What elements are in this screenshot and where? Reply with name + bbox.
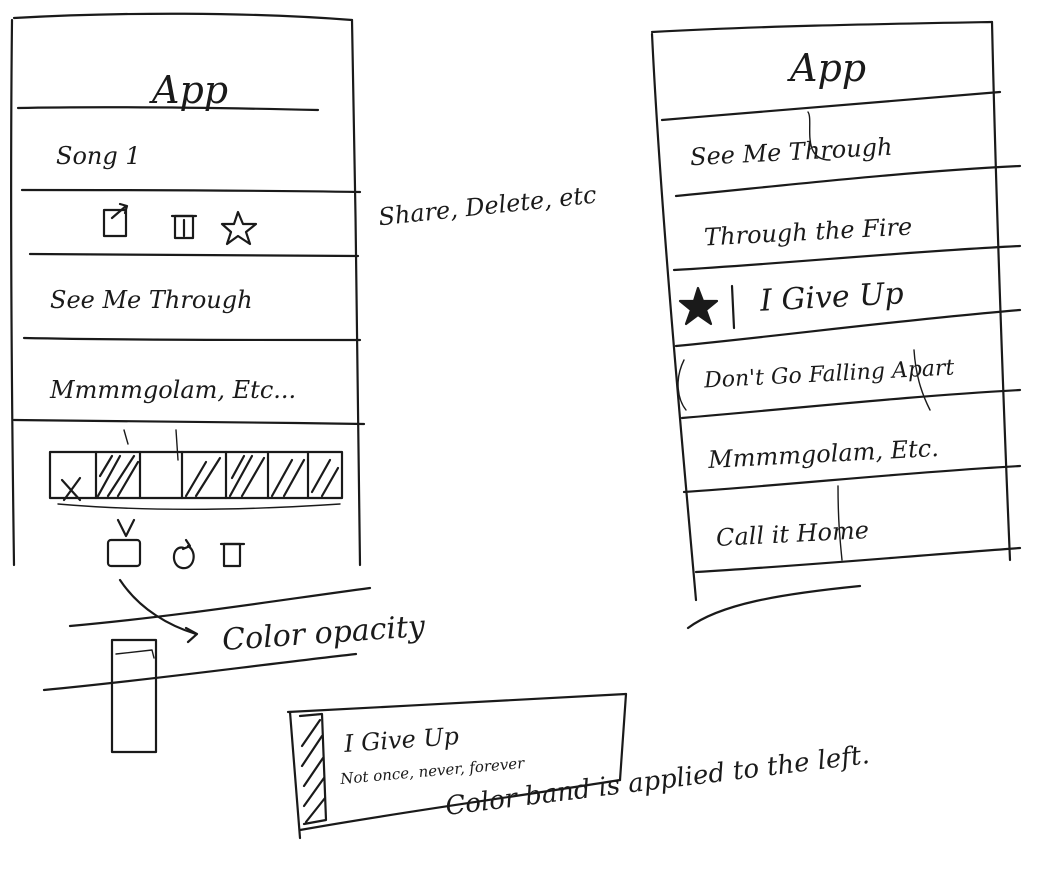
color-palette-strip bbox=[48, 429, 344, 510]
left-app-title: App bbox=[152, 68, 229, 112]
opacity-arrow bbox=[118, 578, 199, 644]
left-phone-frame bbox=[10, 12, 366, 567]
left-row-2[interactable]: Mmmmgolam, Etc... bbox=[50, 376, 297, 404]
detail-card bbox=[286, 692, 628, 840]
left-row-1[interactable]: See Me Through bbox=[50, 286, 253, 314]
opacity-slider bbox=[42, 586, 372, 754]
right-phone-frame bbox=[650, 20, 1022, 630]
left-song-row[interactable]: Song 1 bbox=[56, 142, 141, 170]
left-action-icons bbox=[102, 202, 258, 246]
right-app-title: App bbox=[790, 46, 867, 90]
palette-tools bbox=[106, 518, 246, 570]
star-filled-icon bbox=[678, 286, 719, 326]
